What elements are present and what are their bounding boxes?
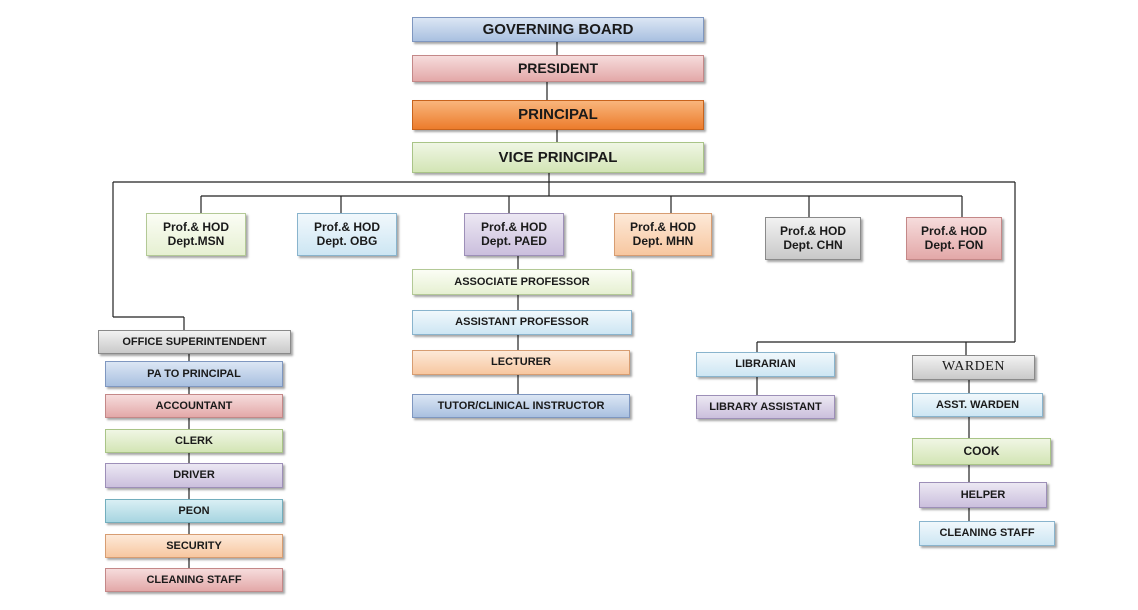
dept-paed-box: Prof.& HOD Dept. PAED [464,213,564,256]
driver-box: DRIVER [105,463,283,488]
security-box: SECURITY [105,534,283,558]
cook-box: COOK [912,438,1051,465]
helper-box: HELPER [919,482,1047,508]
office-cleaning-staff-box: CLEANING STAFF [105,568,283,592]
accountant-box: ACCOUNTANT [105,394,283,418]
library-assistant-box: LIBRARY ASSISTANT [696,395,835,419]
lecturer-box: LECTURER [412,350,630,375]
president-box: PRESIDENT [412,55,704,82]
dept-mhn-box: Prof.& HOD Dept. MHN [614,213,712,256]
assistant-professor-box: ASSISTANT PROFESSOR [412,310,632,335]
associate-professor-box: ASSOCIATE PROFESSOR [412,269,632,295]
peon-box: PEON [105,499,283,523]
asst-warden-box: ASST. WARDEN [912,393,1043,417]
warden-box: WARDEN [912,355,1035,380]
governing-board-box: GOVERNING BOARD [412,17,704,42]
hostel-cleaning-staff-box: CLEANING STAFF [919,521,1055,546]
tutor-clinical-instructor-box: TUTOR/CLINICAL INSTRUCTOR [412,394,630,418]
vice-principal-box: VICE PRINCIPAL [412,142,704,173]
dept-chn-box: Prof.& HOD Dept. CHN [765,217,861,260]
librarian-box: LIBRARIAN [696,352,835,377]
dept-fon-box: Prof.& HOD Dept. FON [906,217,1002,260]
dept-msn-box: Prof.& HOD Dept.MSN [146,213,246,256]
pa-to-principal-box: PA TO PRINCIPAL [105,361,283,387]
office-superintendent-box: OFFICE SUPERINTENDENT [98,330,291,354]
dept-obg-box: Prof.& HOD Dept. OBG [297,213,397,256]
principal-box: PRINCIPAL [412,100,704,130]
clerk-box: CLERK [105,429,283,453]
